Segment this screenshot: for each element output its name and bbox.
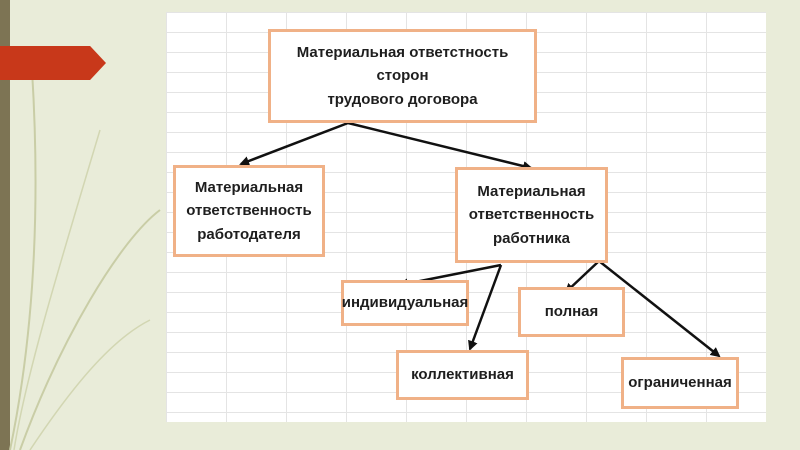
limited-box: ограниченная — [621, 357, 739, 409]
root-box: Материальная ответстность сторон трудово… — [268, 29, 537, 123]
employer-box: Материальная ответственность работодател… — [173, 165, 325, 257]
root-line-2: трудового договора — [279, 88, 526, 111]
employer-line-3: работодателя — [186, 223, 312, 246]
employer-line-2: ответственность — [186, 199, 312, 222]
arrow-root-to-employee — [348, 123, 531, 168]
employee-line-1: Материальная — [469, 180, 595, 203]
arrow-pointer-icon — [0, 46, 106, 80]
root-line-1: Материальная ответстность сторон — [279, 41, 526, 88]
employee-box: Материальная ответственность работника — [455, 167, 608, 263]
arrow-root-to-employer — [241, 123, 348, 164]
employer-line-1: Материальная — [186, 176, 312, 199]
collective-box: коллективная — [396, 350, 529, 400]
arrow-employee-to-collective — [470, 265, 501, 349]
employee-line-2: ответственность — [469, 203, 595, 226]
diagram-figure: Материальная ответстность сторон трудово… — [166, 12, 766, 422]
full-label: полная — [545, 300, 599, 323]
full-box: полная — [518, 287, 625, 337]
individual-box: индивидуальная — [341, 280, 469, 326]
limited-label: ограниченная — [628, 371, 731, 394]
collective-label: коллективная — [411, 363, 514, 386]
employee-line-3: работника — [469, 227, 595, 250]
individual-label: индивидуальная — [342, 291, 469, 314]
